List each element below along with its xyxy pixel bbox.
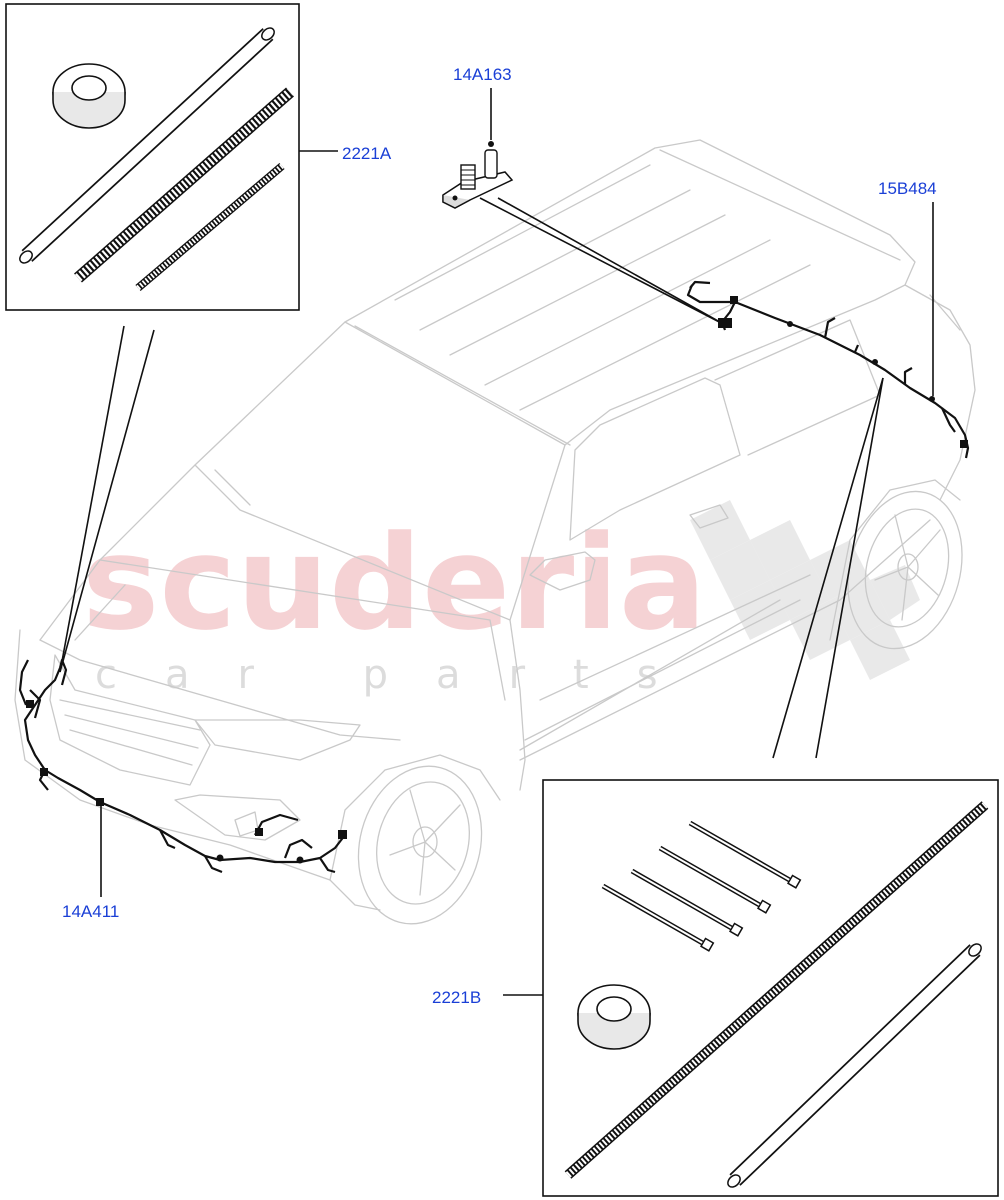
kit-b-pointer-1 [772, 377, 884, 759]
roof-antenna-pointer-2 [497, 197, 728, 327]
callout-rear-harness[interactable]: 15B484 [878, 179, 937, 198]
grommet-icon [52, 63, 126, 129]
roof-antenna-pointer-1 [479, 197, 728, 327]
watermark: scuderia car parts [82, 500, 920, 698]
kit-a-pointer-2 [59, 329, 155, 673]
front-harness-icon[interactable] [18, 658, 347, 874]
watermark-sub: car parts [95, 652, 706, 698]
corrugated-conduit-icon [74, 87, 294, 283]
callout-kit-a[interactable]: 2221A [342, 144, 392, 163]
kit-a-box [5, 3, 300, 311]
roof-antenna-leader-dot [488, 141, 494, 147]
sleeve-tube-icon [19, 27, 275, 264]
checkered-flag-graphic [690, 500, 920, 680]
cable-tie-icon [658, 845, 772, 914]
cable-tie-icon [688, 820, 802, 889]
kit-b-pointer-2 [815, 377, 884, 759]
corrugated-conduit-small-icon [135, 162, 285, 292]
kit-a-pointer-1 [59, 325, 125, 673]
grommet-icon [577, 984, 651, 1050]
callout-roof-antenna[interactable]: 14A163 [453, 65, 512, 84]
cable-tie-icon [630, 868, 744, 937]
rear-harness-icon[interactable] [686, 280, 970, 459]
corrugated-conduit-icon [564, 801, 989, 1179]
callout-kit-b[interactable]: 2221B [432, 988, 481, 1007]
kit-b-box [542, 779, 999, 1197]
callout-front-harness[interactable]: 14A411 [62, 902, 119, 921]
vehicle-outline [14, 139, 976, 925]
watermark-main: scuderia [82, 507, 707, 659]
sleeve-tube-icon [727, 943, 982, 1188]
antenna-module-icon[interactable] [442, 149, 514, 209]
cable-tie-icon [601, 883, 715, 952]
